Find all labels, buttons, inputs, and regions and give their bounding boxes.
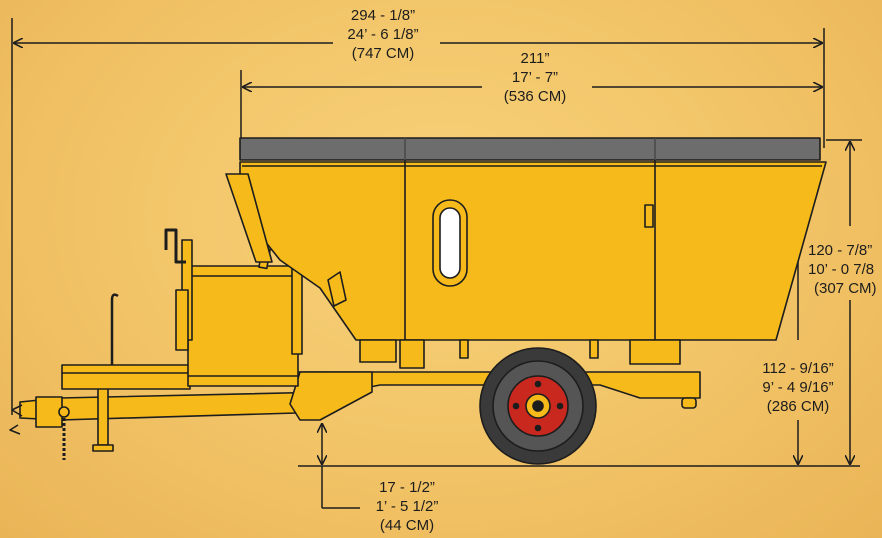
wheel [479,347,597,465]
tarp-cover [239,137,821,161]
ground-clearance-label: 17 - 1/2” 1’ - 5 1/2” (44 CM) [375,479,439,534]
ground-clearance-dimension [322,424,360,509]
mixer-trailer [9,137,827,465]
tub-top-height-label: 112 - 9/16” 9’ - 4 9/16” (286 CM) [762,360,834,415]
mixer-tub [239,161,827,341]
tub-length-dimension [240,70,822,138]
overall-length-dimension [11,18,825,415]
overall-height-dimension [826,139,862,464]
overall-length-label: 294 - 1/8” 24’ - 6 1/8” (747 CM) [347,7,419,62]
overall-height-label: 120 - 7/8” 10’ - 0 7/8 (307 CM) [808,242,877,297]
tub-length-label: 211” 17’ - 7” (536 CM) [503,50,567,105]
under-brackets [359,339,681,369]
